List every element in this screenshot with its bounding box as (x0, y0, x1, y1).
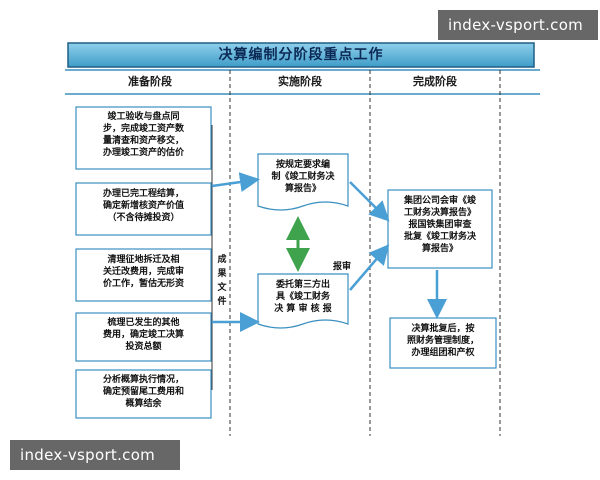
prep-box-3 (75, 248, 212, 302)
done-box-2-text: 决算批复后，按 照财务管理制度， 办理组团和产权 (406, 324, 479, 358)
prep-box-2-text: 办理已完工程结算， 确定新增核资产价值 （不含待摊投资） (102, 189, 184, 223)
prep-box-5 (75, 369, 212, 419)
diagram-title: 决算编制分阶段重点工作 (218, 47, 384, 63)
prep-box-5-text: 分析概算执行情况， 确定预留尾工费用和 概算结余 (102, 375, 184, 409)
prep-box-1 (75, 106, 212, 170)
prep-box-1-text: 竣工验收与盘点同 步，完成竣工资产数 量清查和资产移交， 办理竣工资产的估价 (102, 112, 184, 158)
prep-box-2 (75, 182, 212, 236)
prep-box-4 (75, 312, 212, 362)
phase-impl: 实施阶段 (278, 75, 322, 88)
watermark-bottom: index-vsport.com (10, 440, 180, 470)
result-docs-label: 成 果 文 件 (217, 255, 227, 307)
report-review-label: 报审 (333, 262, 352, 272)
impl-doc-1-text: 按规定要求编 制《竣工财务决 算报告》 (271, 160, 335, 194)
title-bar (67, 42, 535, 68)
done-box-2 (389, 317, 497, 369)
prep-box-3-text: 清理征地拆迁及相 关迁改费用，完成审 价工作，暂估无形资 (102, 255, 184, 289)
prep-box-4-text: 梳理已发生的其他 费用，确定竣工决算 投资总额 (102, 318, 184, 352)
done-box-1 (387, 189, 493, 269)
arrow-prep-to-impl1 (211, 172, 260, 192)
impl-doc-1 (257, 153, 349, 211)
phase-done: 完成阶段 (413, 75, 457, 88)
done-box-1-text: 集团公司会审《竣 工财务决算报告》 报国铁集团审查 批复《竣工财务决 算报告》 (403, 196, 476, 254)
arrow-impl1-to-done (349, 181, 390, 222)
impl-doc-2-text: 委托第三方出 具《竣工财务 决 算 审 核 报 (274, 280, 332, 314)
impl-doc-2 (257, 273, 349, 329)
arrow-impl2-to-done (349, 244, 390, 291)
watermark-top: index-vsport.com (438, 10, 598, 40)
phase-prep: 准备阶段 (128, 75, 172, 88)
